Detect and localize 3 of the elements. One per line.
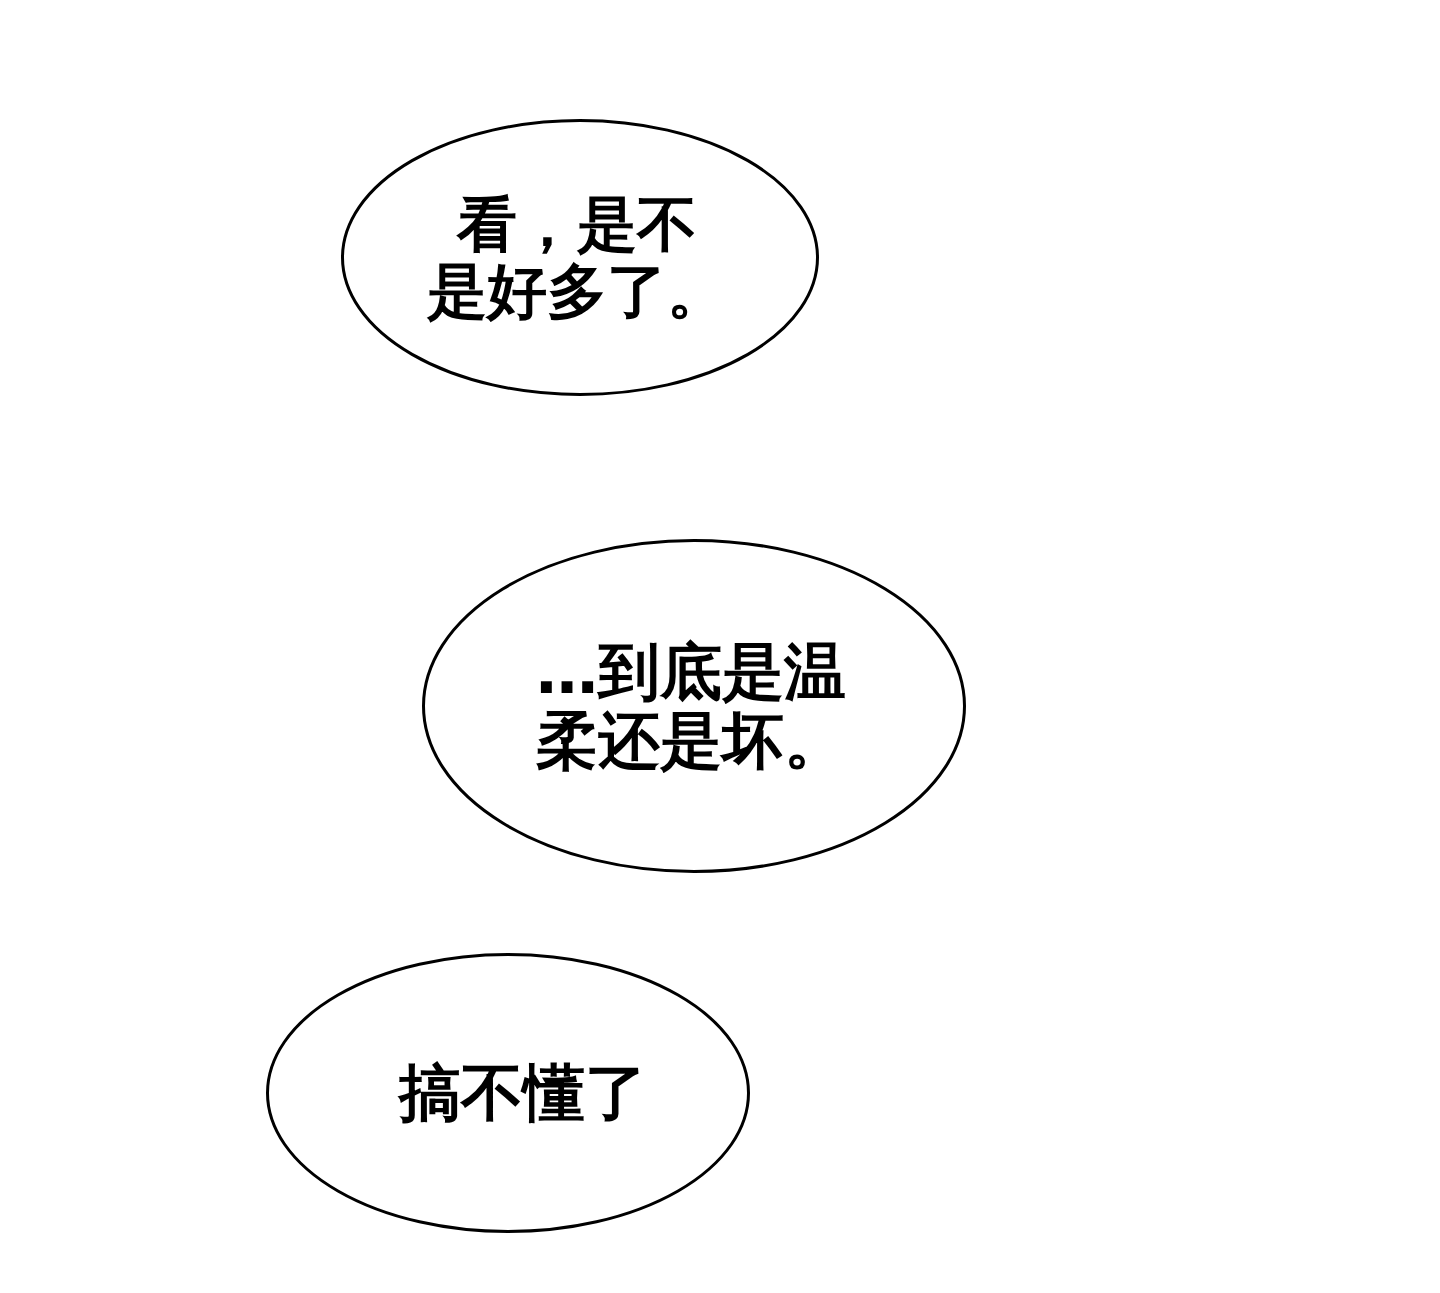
dialogue-text: 搞不懂了 <box>399 1058 647 1128</box>
dialogue-text: …到底是温柔还是坏。 <box>535 636 847 776</box>
dialogue-text: 看，是不是好多了。 <box>427 190 728 325</box>
